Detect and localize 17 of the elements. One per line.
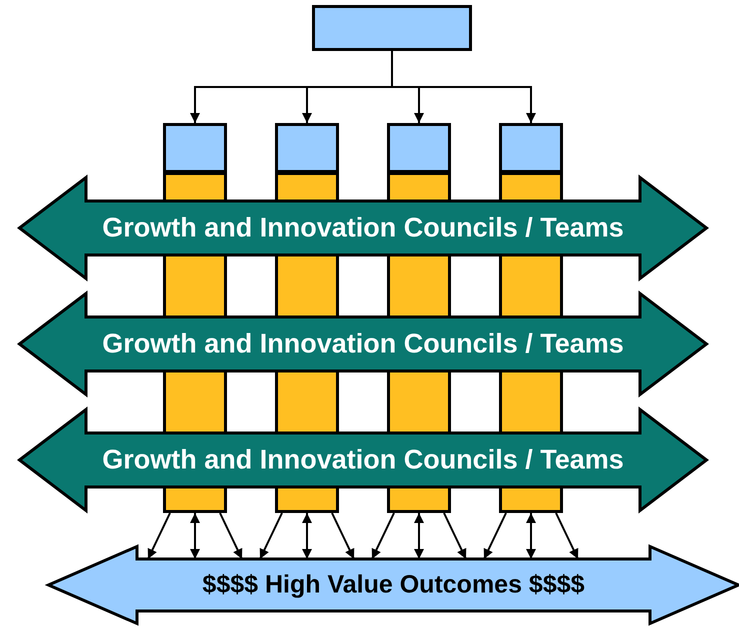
arrow — [147, 512, 171, 560]
arrow — [555, 512, 579, 560]
band-label: Growth and Innovation Councils / Teams — [101, 444, 625, 476]
band-label: Growth and Innovation Councils / Teams — [101, 328, 625, 360]
arrow — [190, 513, 200, 559]
arrow — [219, 512, 243, 560]
band-label: Growth and Innovation Councils / Teams — [101, 212, 625, 244]
arrow — [259, 512, 283, 560]
arrow — [483, 512, 507, 560]
arrow — [391, 51, 536, 123]
arrow — [371, 512, 395, 560]
arrow — [526, 513, 536, 559]
band-label: $$$$ High Value Outcomes $$$$ — [201, 570, 586, 600]
arrow — [443, 512, 467, 560]
arrow — [331, 512, 355, 560]
arrow — [302, 513, 312, 559]
arrow — [414, 513, 424, 559]
